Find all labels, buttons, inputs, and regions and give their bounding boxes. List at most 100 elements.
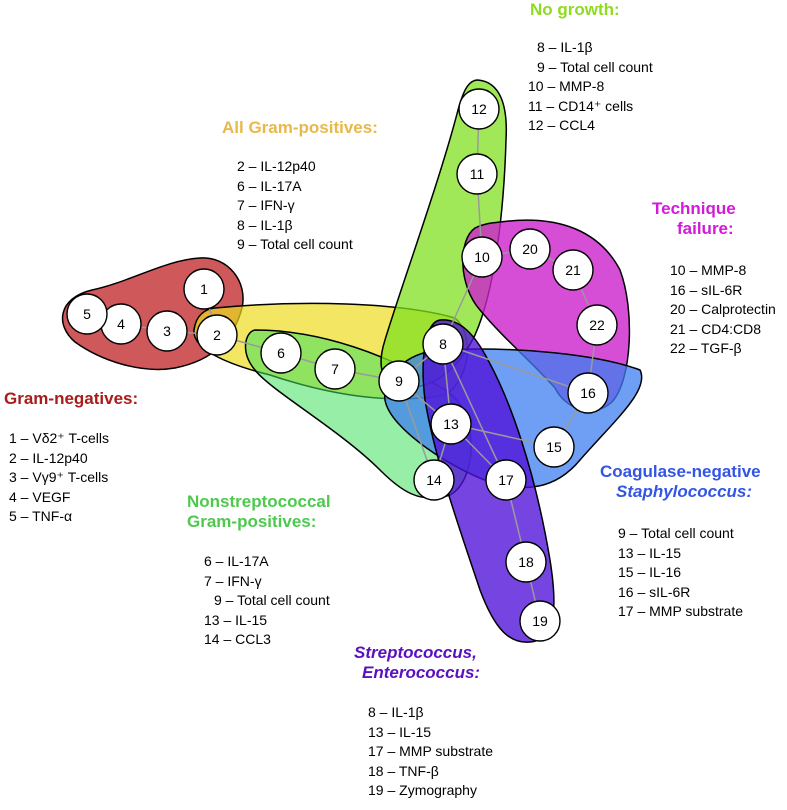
group-all-gram-positives: All Gram-positives: 2 – IL-12p40 6 – IL-… — [222, 118, 378, 255]
node-label: 21 — [565, 262, 581, 278]
group-title: All Gram-positives: — [222, 118, 378, 137]
node-18: 18 — [505, 541, 547, 583]
node-label: 5 — [83, 306, 91, 322]
list-item: 13 – IL-15 — [618, 544, 682, 561]
node-19: 19 — [519, 600, 561, 642]
node-label: 17 — [498, 472, 514, 488]
node-circle — [378, 360, 420, 402]
node-circle — [533, 426, 575, 468]
node-circle — [567, 372, 609, 414]
node-label: 1 — [200, 281, 208, 297]
group-title: Streptococcus, — [354, 643, 477, 662]
list-item: 10 – MMP-8 — [528, 78, 605, 95]
group-title: Gram-negatives: — [4, 389, 139, 408]
list-item: 3 – Vγ9⁺ T-cells — [9, 469, 109, 486]
node-label: 18 — [518, 554, 534, 570]
node-circle — [458, 88, 500, 130]
node-9: 9 — [378, 360, 420, 402]
node-circle — [576, 304, 618, 346]
list-item: 5 – TNF-α — [9, 508, 73, 525]
group-nonstreptococcal: Nonstreptococcal Gram-positives: 6 – IL-… — [187, 492, 331, 650]
list-item: 13 – IL-15 — [204, 611, 268, 628]
list-item: 13 – IL-15 — [368, 723, 432, 740]
node-circle — [66, 293, 108, 335]
node-label: 2 — [213, 327, 221, 343]
list-item: 16 – sIL-6R — [618, 583, 691, 600]
list-item: 15 – IL-16 — [618, 564, 682, 581]
edge-8-17 — [442, 343, 507, 481]
list-item: 9 – Total cell count — [537, 58, 653, 75]
list-item: 22 – TGF-β — [670, 340, 742, 357]
node-label: 6 — [277, 345, 285, 361]
node-circle — [422, 323, 464, 365]
group-technique-failure: Technique failure: 10 – MMP-8 16 – sIL-6… — [652, 199, 776, 359]
node-22: 22 — [576, 304, 618, 346]
node-17: 17 — [485, 459, 527, 501]
node-circle — [314, 348, 356, 390]
group-title: Nonstreptococcal — [187, 492, 331, 511]
list-item: 7 – IFN-γ — [204, 572, 262, 589]
node-13: 13 — [430, 403, 472, 445]
node-5: 5 — [66, 293, 108, 335]
node-label: 7 — [331, 361, 339, 377]
list-item: 9 – Total cell count — [214, 592, 330, 609]
list-item: 10 – MMP-8 — [670, 262, 747, 278]
node-circle — [505, 541, 547, 583]
list-item: 6 – IL-17A — [237, 177, 302, 194]
list-item: 8 – IL-1β — [368, 704, 424, 720]
node-3: 3 — [146, 310, 188, 352]
node-11: 11 — [456, 153, 498, 195]
node-circle — [461, 236, 503, 278]
node-2: 2 — [196, 314, 238, 356]
node-label: 15 — [546, 439, 562, 455]
node-label: 14 — [426, 472, 442, 488]
node-circle — [519, 600, 561, 642]
node-label: 4 — [117, 316, 125, 332]
group-gram-negatives: Gram-negatives: 1 – Vδ2⁺ T-cells 2 – IL-… — [4, 389, 138, 527]
node-14: 14 — [413, 459, 455, 501]
group-title: Technique — [652, 199, 736, 218]
node-label: 16 — [580, 385, 596, 401]
node-label: 20 — [522, 241, 538, 257]
node-12: 12 — [458, 88, 500, 130]
node-circle — [146, 310, 188, 352]
list-item: 21 – CD4:CD8 — [670, 320, 762, 337]
node-6: 6 — [260, 332, 302, 374]
edge-16-8 — [442, 343, 589, 394]
node-circle — [509, 228, 551, 270]
list-item: 17 – MMP substrate — [618, 603, 744, 620]
list-item: 4 – VEGF — [9, 488, 71, 505]
group-title: Enterococcus: — [362, 663, 481, 682]
node-label: 19 — [532, 613, 548, 629]
group-title: Coagulase-negative — [600, 462, 761, 481]
list-item: 17 – MMP substrate — [368, 743, 494, 760]
node-circle — [413, 459, 455, 501]
group-no-growth: No growth: 8 – IL-1β 9 – Total cell coun… — [510, 0, 653, 136]
list-item: 14 – CCL3 — [204, 631, 271, 648]
node-10: 10 — [461, 236, 503, 278]
node-circle — [485, 459, 527, 501]
node-circle — [456, 153, 498, 195]
group-title: No growth: — [530, 0, 620, 19]
list-item: 9 – Total cell count — [618, 525, 734, 541]
group-coagulase-negative: Coagulase-negative Staphylococcus: 9 – T… — [600, 462, 761, 622]
node-label: 22 — [589, 317, 605, 333]
node-label: 9 — [395, 373, 403, 389]
node-circle — [552, 249, 594, 291]
node-circle — [196, 314, 238, 356]
node-7: 7 — [314, 348, 356, 390]
list-item: 6 – IL-17A — [204, 553, 269, 569]
node-label: 3 — [163, 323, 171, 339]
group-title: Gram-positives: — [187, 512, 317, 531]
node-21: 21 — [552, 249, 594, 291]
list-item: 18 – TNF-β — [368, 762, 439, 779]
list-item: 20 – Calprotectin — [670, 301, 776, 318]
node-circle — [183, 268, 225, 310]
list-item: 9 – Total cell count — [237, 236, 353, 253]
list-item: 8 – IL-1β — [237, 216, 293, 233]
group-streptococcus: Streptococcus, Enterococcus: 8 – IL-1β 1… — [354, 643, 493, 801]
list-item: 1 – Vδ2⁺ T-cells — [9, 430, 109, 446]
list-item: 2 – IL-12p40 — [9, 449, 88, 466]
node-label: 13 — [443, 416, 459, 432]
